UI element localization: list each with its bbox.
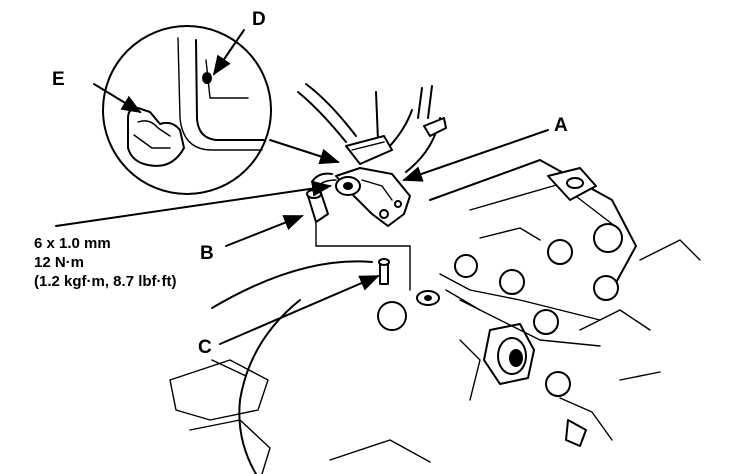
leader-lines [55,29,549,345]
callout-e: E [52,69,65,90]
callout-b: B [200,243,214,264]
inset-pointer-arrow [269,139,340,165]
callout-a: A [554,115,568,136]
pipe-outline-outer [195,39,265,141]
leader-spec [55,180,332,227]
torque-spec: 6 x 1.0 mm 12 N·m (1.2 kgf·m, 8.7 lbf·ft… [34,234,177,291]
leader-d [212,29,245,76]
leader-a [402,129,549,182]
detail-inset [102,25,272,195]
leader-c [219,275,380,345]
transmission-housing [169,260,431,474]
callout-c: C [198,337,212,358]
torque-spec-alt-units: (1.2 kgf·m, 8.7 lbf·ft) [34,273,177,290]
pipe-outline-inner [177,37,263,151]
callout-d: D [252,9,266,30]
stud-and-washer [378,258,440,306]
pipe-hole-mark [202,72,212,84]
torque-spec-bolt: 6 x 1.0 mm [34,235,111,252]
torque-spec-value: 12 N·m [34,254,85,271]
leader-b [225,215,304,247]
leader-e [93,83,142,114]
engine-block [377,159,701,447]
